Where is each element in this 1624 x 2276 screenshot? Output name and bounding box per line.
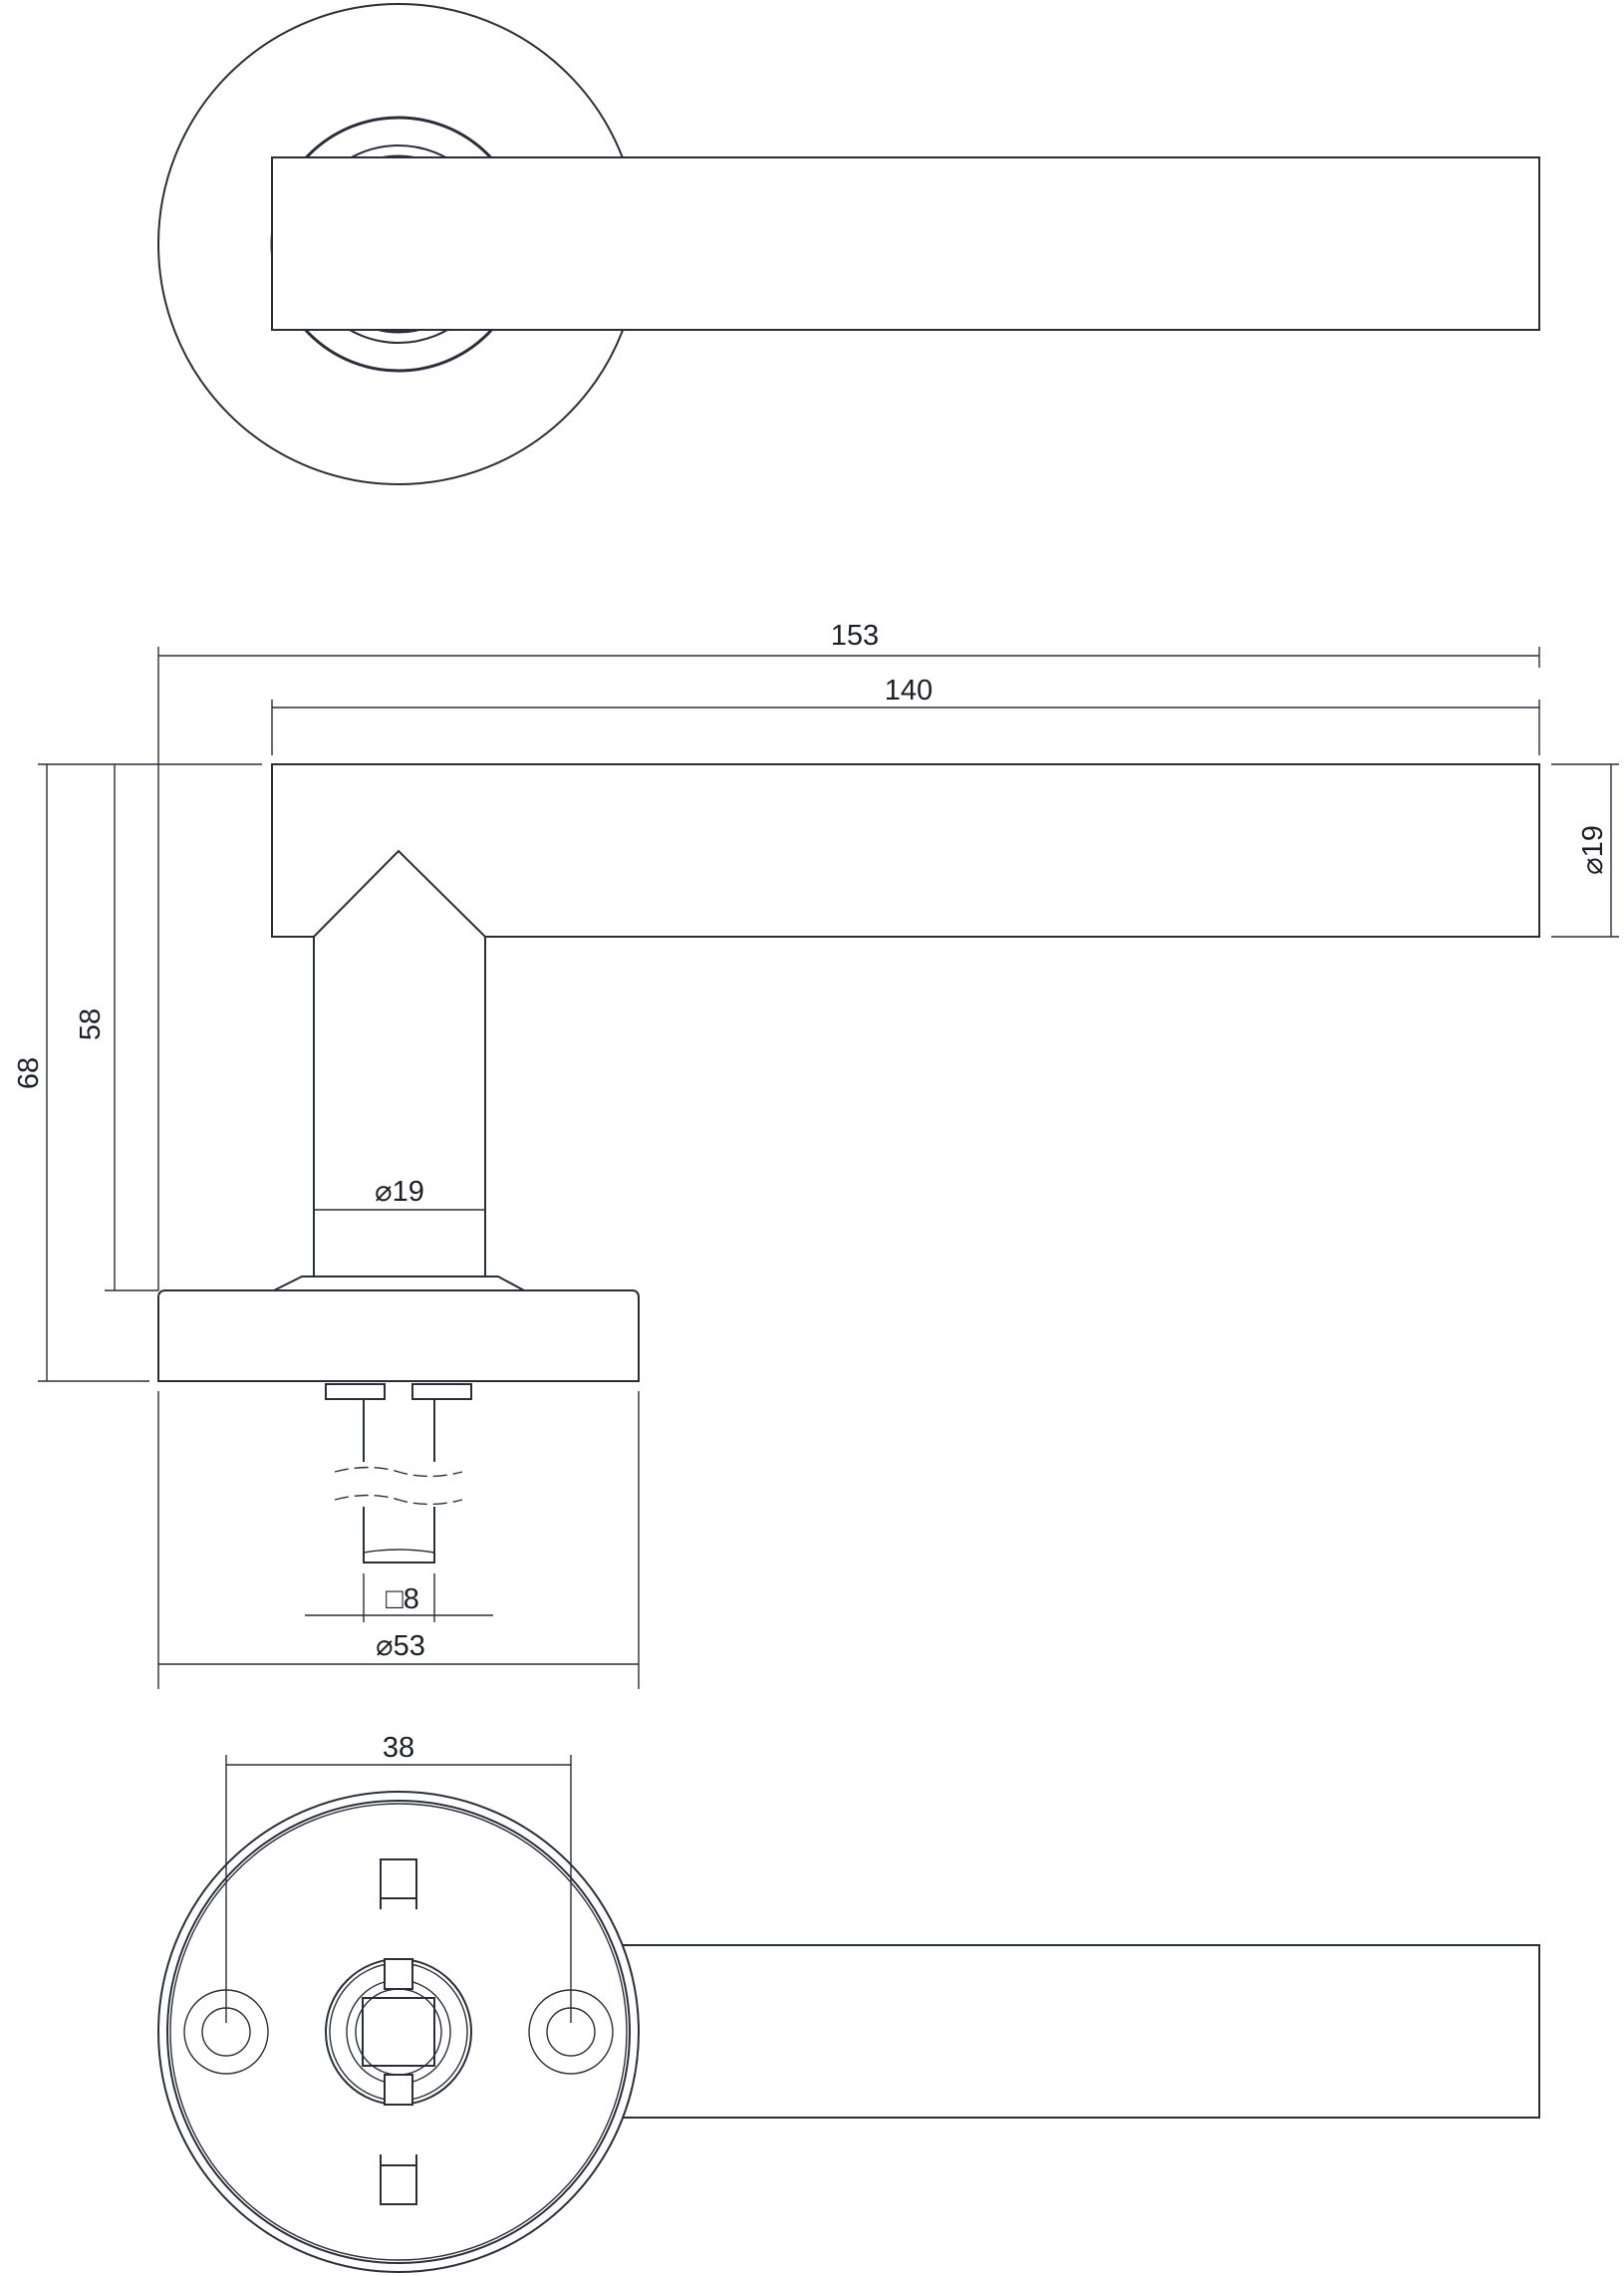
slot-top [380, 1858, 417, 1909]
side-view: ⌀19 153 140 ⌀19 68 58 [13, 620, 1619, 1689]
neck-diameter-label: ⌀19 [375, 1176, 424, 1208]
bush-key-top [384, 1958, 413, 1990]
screw-cap-left [325, 1383, 386, 1400]
rose-inner-circle [166, 1800, 631, 2264]
rose-front-view: 38 [157, 1732, 1540, 2273]
dim-label-153: 153 [831, 620, 879, 652]
screw-cap-right [411, 1383, 472, 1400]
dim-label-58: 58 [75, 1008, 107, 1040]
top-view [157, 3, 1540, 485]
dim-label-rose-diameter: ⌀53 [376, 1630, 425, 1662]
lever-bar-front [617, 1944, 1540, 2119]
dim-label-68: 68 [13, 1057, 45, 1089]
rose-inner-circle-2 [169, 1803, 628, 2261]
bush-key-bottom [384, 2074, 413, 2106]
dim-label-140: 140 [885, 675, 933, 707]
break-line-lower [334, 1494, 463, 1506]
spindle-square-hole [362, 1997, 435, 2067]
lever-bar-top [271, 156, 1540, 331]
dim-label-spindle: □8 [386, 1583, 419, 1615]
rose-collar [273, 1276, 525, 1291]
lever-neck [313, 937, 486, 1277]
slot-bottom [380, 2154, 417, 2205]
break-line-upper [334, 1466, 463, 1478]
dim-label-lever-diameter: ⌀19 [1577, 825, 1609, 875]
rose-body-side [157, 1289, 640, 1382]
spindle-round-hole [355, 1988, 442, 2076]
spindle-end [363, 1549, 435, 1554]
dim-label-38: 38 [383, 1732, 414, 1764]
lever-bar-side [271, 763, 1540, 938]
spindle [363, 1399, 435, 1564]
rose-outer-circle [157, 1791, 640, 2273]
